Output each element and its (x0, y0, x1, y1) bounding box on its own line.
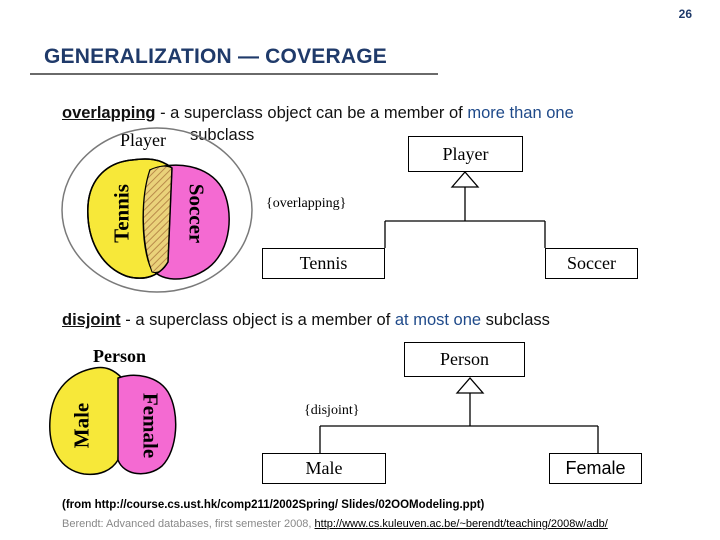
person-generalization-triangle (455, 377, 485, 394)
overlapping-keyword: overlapping (62, 104, 156, 122)
player-generalization-triangle (450, 171, 480, 188)
course-link[interactable]: http://www.cs.kuleuven.ac.be/~berendt/te… (314, 518, 608, 530)
venn-person-label: Person (93, 346, 146, 366)
soccer-class-box: Soccer (545, 248, 638, 279)
overlapping-definition: overlapping - a superclass object can be… (62, 104, 574, 123)
disjoint-definition: disjoint - a superclass object is a memb… (62, 311, 550, 330)
disjoint-text: - a superclass object is a member of (120, 311, 395, 329)
female-label: Female (138, 392, 163, 459)
page-number: 26 (678, 7, 692, 21)
disjoint-keyword: disjoint (62, 311, 121, 329)
soccer-label: Soccer (184, 183, 209, 244)
tennis-outline (87, 158, 173, 279)
overlapping-highlight: more than one (467, 104, 574, 122)
source-citation: (from http://course.cs.ust.hk/comp211/20… (62, 499, 485, 511)
person-hierarchy-lines (319, 393, 599, 453)
player-class-box: Player (408, 136, 523, 172)
overlapping-text: - a superclass object can be a member of (155, 104, 468, 122)
disjoint-text-end: subclass (481, 311, 550, 329)
tennis-label: Tennis (109, 184, 134, 243)
female-region (117, 374, 177, 475)
disjoint-highlight: at most one (394, 311, 482, 329)
person-class-box: Person (404, 342, 525, 377)
disjoint-constraint: {disjoint} (304, 403, 360, 418)
player-venn-ellipse (61, 127, 253, 293)
tennis-class-box: Tennis (262, 248, 385, 279)
overlapping-constraint: {overlapping} (266, 196, 347, 211)
slide-title: GENERALIZATION — COVERAGE (44, 45, 387, 68)
footer-credit-text: Berendt: Advanced databases, first semes… (62, 518, 315, 530)
player-hierarchy-lines (384, 187, 546, 248)
venn-player-label: Player (120, 130, 166, 150)
male-label: Male (69, 402, 94, 449)
title-divider (30, 73, 438, 75)
male-region (49, 366, 123, 476)
male-class-box: Male (262, 453, 386, 484)
female-class-box: Female (549, 453, 642, 484)
footer-credit: Berendt: Advanced databases, first semes… (62, 518, 608, 530)
